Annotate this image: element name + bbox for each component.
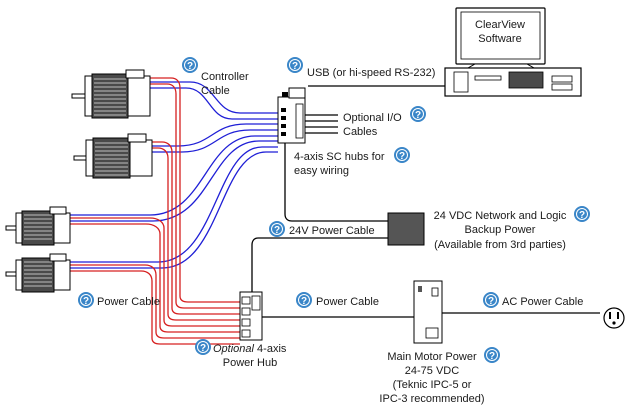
24v-power-cable-label: 24V Power Cable (289, 225, 375, 237)
main-motor-power-label-2: 24-75 VDC (405, 365, 459, 377)
svg-text:?: ? (83, 296, 89, 307)
svg-text:?: ? (489, 351, 495, 362)
svg-text:?: ? (301, 296, 307, 307)
main-motor-power-label-4: IPC-3 recommended) (379, 393, 484, 405)
blue-controller-cables (70, 81, 278, 269)
cables-label: Cables (343, 126, 378, 138)
help-icon[interactable]: ? (482, 291, 500, 309)
power-hub (239, 291, 263, 341)
help-icon[interactable]: ? (77, 291, 95, 309)
help-icon[interactable]: ? (483, 346, 501, 364)
main-motor-power-label-3: (Teknic IPC-5 or (393, 379, 472, 391)
sc-hubs-label-2: easy wiring (294, 165, 349, 177)
help-icon[interactable]: ? (295, 291, 313, 309)
svg-text:?: ? (274, 225, 280, 236)
sc-hub (277, 87, 306, 144)
svg-text:?: ? (200, 343, 206, 354)
motor-1 (71, 69, 151, 119)
controller-cable-label-2: Cable (201, 85, 230, 97)
help-icon[interactable]: ? (409, 105, 427, 123)
svg-text:?: ? (399, 151, 405, 162)
help-icon[interactable]: ? (286, 56, 304, 74)
help-icon[interactable]: ? (573, 205, 591, 223)
black-cables (251, 85, 600, 318)
ac-power-cable-label: AC Power Cable (502, 296, 583, 308)
optional-io-label: Optional I/O (343, 112, 402, 124)
power-cable-label: Power Cable (316, 296, 379, 308)
svg-text:?: ? (187, 61, 193, 72)
main-motor-power-label: Main Motor Power (387, 351, 477, 363)
motor-2 (73, 133, 153, 179)
help-icon[interactable]: ? (194, 338, 212, 356)
controller-cable-label: Controller (201, 71, 249, 83)
motor-3 (5, 206, 71, 246)
usb-label: USB (or hi-speed RS-232) (307, 67, 435, 79)
backup-power-label-3: (Available from 3rd parties) (434, 239, 566, 251)
help-icon[interactable]: ? (268, 220, 286, 238)
sc-hubs-label: 4-axis SC hubs for (294, 151, 385, 163)
main-motor-power-supply (413, 280, 443, 344)
svg-text:?: ? (579, 210, 585, 221)
backup-power-label-2: Backup Power (465, 224, 536, 236)
red-power-cables (70, 77, 240, 345)
svg-text:?: ? (488, 296, 494, 307)
ac-outlet-icon (603, 307, 625, 329)
svg-text:?: ? (415, 110, 421, 121)
power-hub-label: Optional 4-axis (213, 343, 287, 355)
backup-power-supply (387, 212, 425, 246)
help-icon[interactable]: ? (393, 146, 411, 164)
motor-4 (5, 253, 71, 293)
clearview-subtitle: Software (478, 33, 521, 45)
power-hub-label-2: Power Hub (223, 357, 277, 369)
help-icon[interactable]: ? (181, 56, 199, 74)
clearview-title: ClearView (475, 19, 525, 31)
backup-power-label: 24 VDC Network and Logic (434, 210, 567, 222)
svg-text:?: ? (292, 61, 298, 72)
clearview-computer (444, 7, 582, 97)
power-cable-label: Power Cable (97, 296, 160, 308)
